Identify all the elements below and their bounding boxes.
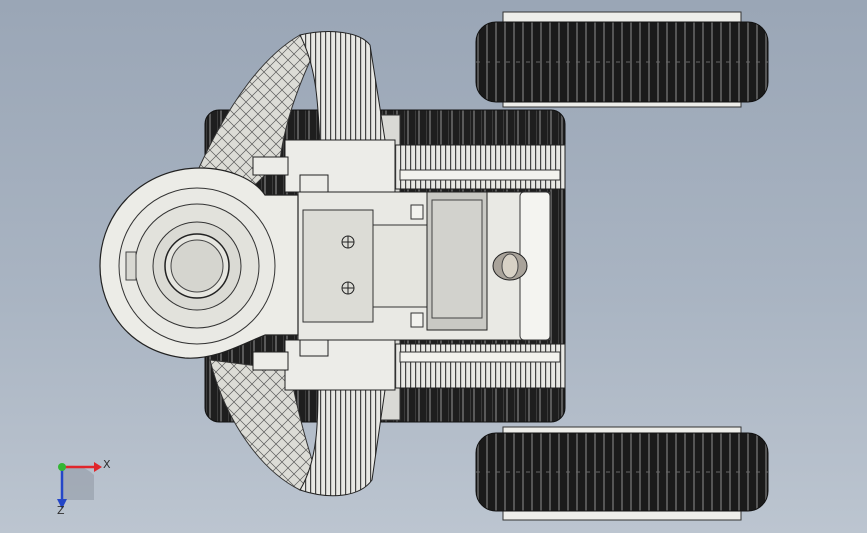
turret-head	[99, 167, 299, 359]
x-axis-label: X	[103, 458, 111, 471]
lower-gear-rail	[252, 337, 566, 391]
rear-lower-track	[475, 426, 769, 521]
rear-upper-track	[475, 11, 769, 108]
camera-dome	[492, 251, 528, 281]
lower-flipper-arm	[209, 359, 386, 497]
z-axis-label: Z	[57, 504, 65, 517]
orientation-triad: X Z	[48, 455, 118, 520]
y-axis-dot	[58, 463, 66, 471]
upper-flipper-arm	[197, 31, 386, 191]
upper-gear-rail	[252, 139, 566, 194]
